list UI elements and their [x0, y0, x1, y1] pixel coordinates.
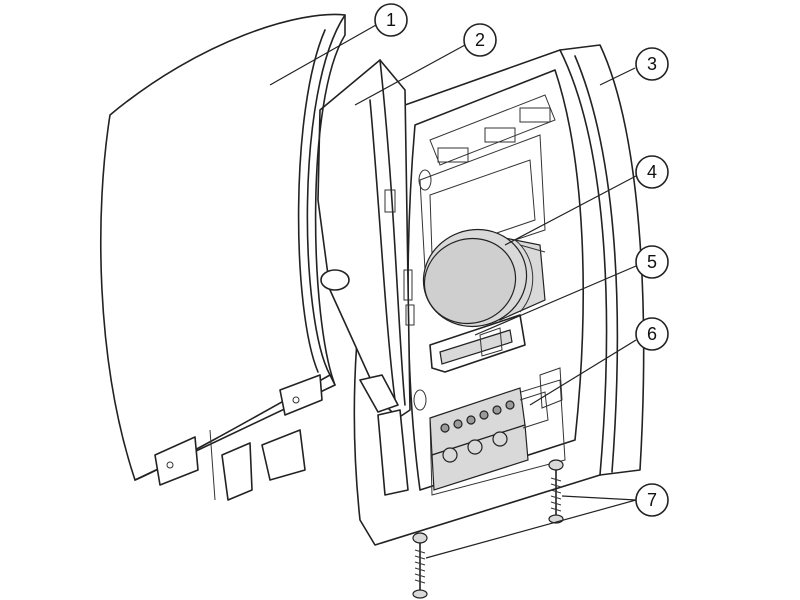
callout-4-label: 4 — [647, 162, 657, 182]
callout-2: 2 — [463, 23, 497, 57]
callout-5: 5 — [635, 245, 669, 279]
callout-5-label: 5 — [647, 252, 657, 272]
callout-1-label: 1 — [386, 10, 396, 30]
callout-2-label: 2 — [475, 30, 485, 50]
front-cover — [100, 13, 350, 501]
terminal-screws — [440, 400, 515, 433]
callout-6-label: 6 — [647, 324, 657, 344]
round-component — [422, 228, 546, 328]
callout-1: 1 — [374, 3, 408, 37]
mounting-bracket — [429, 314, 526, 373]
callout-4: 4 — [635, 155, 669, 189]
callout-7: 7 — [635, 483, 669, 517]
callout-3: 3 — [635, 47, 669, 81]
terminal-block — [429, 367, 563, 491]
callout-6: 6 — [635, 317, 669, 351]
leader-lines — [269, 24, 637, 559]
callout-7-label: 7 — [647, 490, 657, 510]
callout-3-label: 3 — [647, 54, 657, 74]
screw-left — [412, 532, 428, 599]
intermediate-frame — [317, 59, 415, 496]
